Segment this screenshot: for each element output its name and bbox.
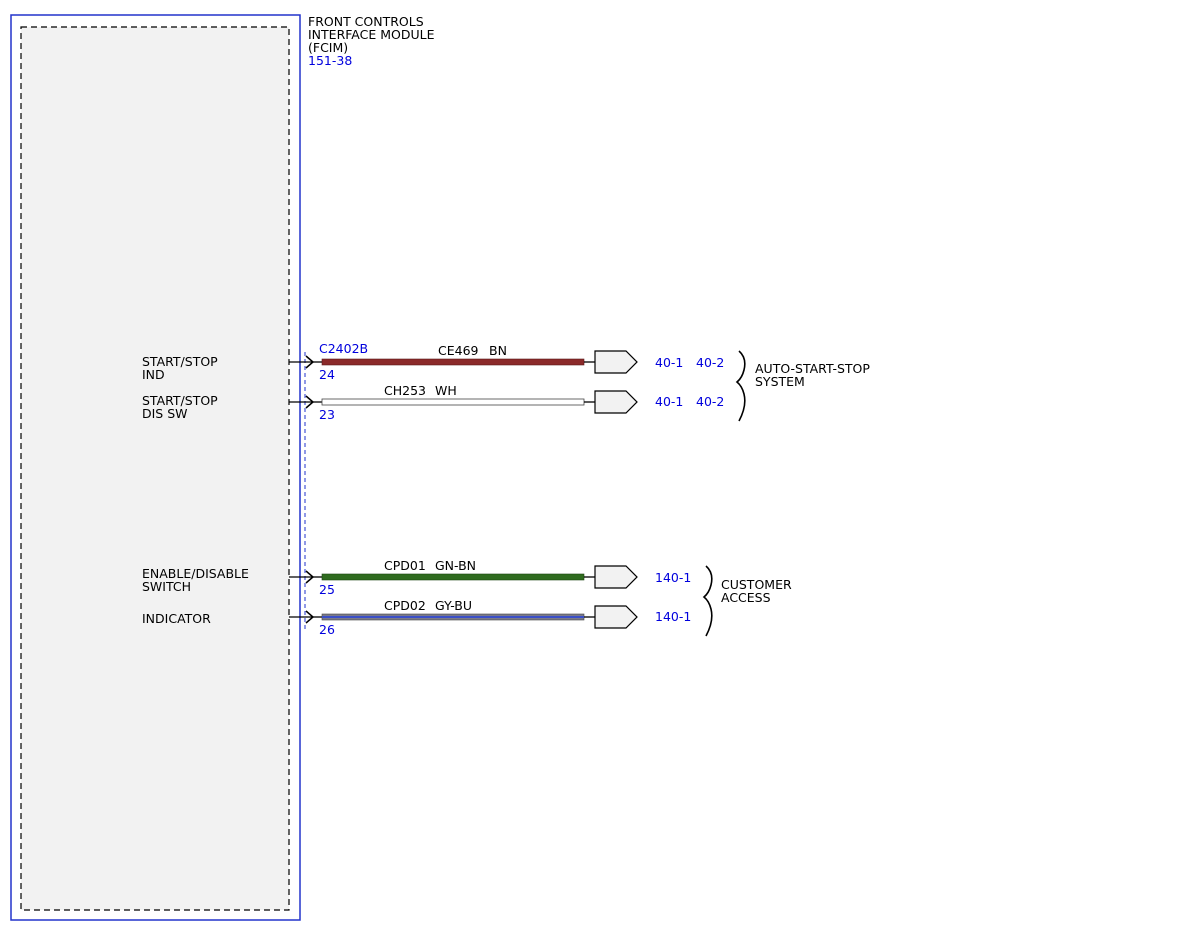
pin-number: 26 — [319, 622, 335, 637]
circuit-row: INDICATOR 26 CPD02 GY-BU 140-1 — [142, 598, 691, 637]
system-group: CUSTOMER ACCESS — [702, 565, 792, 637]
circuit-row: ENABLE/DISABLE SWITCH 25 CPD01 GN-BN 140… — [142, 558, 691, 597]
pin-number: 23 — [319, 407, 335, 422]
group-label-line-2: SYSTEM — [755, 374, 805, 389]
pin-number: 24 — [319, 367, 335, 382]
page-ref-link[interactable]: 140-1 — [655, 570, 691, 585]
wire-color-code: GN-BN — [435, 558, 476, 573]
circuit-id: CH253 — [384, 383, 426, 398]
circuit-row: START/STOP DIS SW 23 CH253 WH 40-1 40-2 — [142, 383, 724, 422]
module-page-ref[interactable]: 151-38 — [308, 53, 352, 68]
page-ref-link[interactable]: 40-1 — [655, 355, 683, 370]
group-label-line-2: ACCESS — [721, 590, 771, 605]
system-group: AUTO-START-STOP SYSTEM — [735, 350, 870, 422]
brace-icon — [735, 350, 746, 422]
group-label-line-1: CUSTOMER — [721, 577, 792, 592]
connector-arrow-icon — [594, 390, 638, 414]
wire-color-code: BN — [489, 343, 507, 358]
connector-arrow-icon — [594, 565, 638, 589]
signal-label-line-1: INDICATOR — [142, 611, 211, 626]
page-ref-link[interactable]: 140-1 — [655, 609, 691, 624]
wire-color-code: WH — [435, 383, 457, 398]
group-label-line-1: AUTO-START-STOP — [755, 361, 870, 376]
page-ref-link[interactable]: 40-2 — [696, 394, 724, 409]
connector-id: C2402B — [319, 341, 368, 356]
signal-label-line-1: ENABLE/DISABLE — [142, 566, 249, 581]
circuit-id: CE469 — [438, 343, 479, 358]
wire[interactable] — [321, 398, 585, 406]
module-name-line-2: INTERFACE MODULE — [308, 27, 435, 42]
circuit-id: CPD01 — [384, 558, 426, 573]
module-name-line-1: FRONT CONTROLS — [308, 14, 424, 29]
module-name-line-3: (FCIM) — [308, 40, 348, 55]
connector-arrow-icon — [594, 605, 638, 629]
connector-arrow-icon — [594, 350, 638, 374]
circuit-id: CPD02 — [384, 598, 426, 613]
circuit-row: START/STOP IND 24 CE469 BN 40-1 40-2 — [142, 343, 724, 382]
wire-color-code: GY-BU — [435, 598, 472, 613]
signal-label-line-2: DIS SW — [142, 406, 188, 421]
wire[interactable] — [321, 573, 585, 581]
signal-label-line-1: START/STOP — [142, 393, 218, 408]
page-ref-link[interactable]: 40-2 — [696, 355, 724, 370]
brace-icon — [702, 565, 713, 637]
module-body — [20, 26, 290, 911]
signal-label-line-2: SWITCH — [142, 579, 191, 594]
page-ref-link[interactable]: 40-1 — [655, 394, 683, 409]
wire-stripe — [322, 616, 584, 618]
signal-label-line-1: START/STOP — [142, 354, 218, 369]
pin-number: 25 — [319, 582, 335, 597]
signal-label-line-2: IND — [142, 367, 165, 382]
wire[interactable] — [321, 358, 585, 366]
